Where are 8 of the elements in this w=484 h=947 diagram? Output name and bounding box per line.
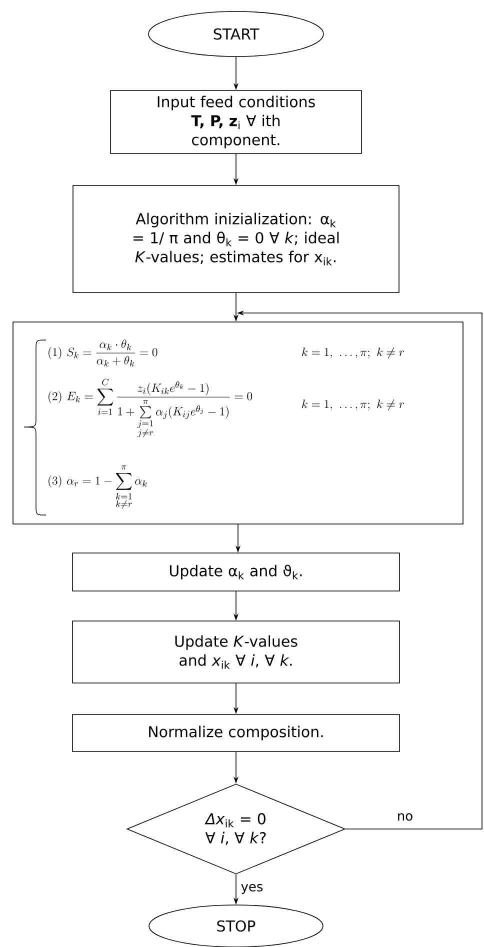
process-box: Update K-values and x$_{ik}$ ∀ i, ∀ k. [72,620,400,684]
process-box: Normalize composition. [72,714,400,752]
equation-box: $(1)\ S_k=\frac{\alpha_k\cdot\theta_k}{\alpha_k+\theta_k}=0$ $k=1,\ \ldots,\pi;\ k\neq r$ $(2)\ E_k=\sum_{i=1}^{C}\frac{z_i(K_{ik}e^{\theta_k}-1)}{1+\sum\limits_{\substack{j=1\\ j\neq r}}^{\pi}\alpha_j(K_{ij}e^{\theta_j}-1)}=0$ $k=1,\ \ldots,\pi;\ k\neq r$ $(3)\ \alpha_r=1-\sum_{\substack{k=1\\ k\neq r}}^{\pi}\alpha_k$ [12,322,464,524]
edge-label: yes [240,883,264,895]
edge-label: no [396,812,414,822]
process-box: Update α$_{k}$ and ϑ$_{k}$. [72,552,400,592]
process-box: Algorithm inizialization: α$_{k}$ = 1/ π and θ$_{k}$ = 0 ∀ k; ideal K-values; estimates for x$_{ik}$. [72,185,400,293]
process-box: Input feed conditions T, P, z$_{i}$ ∀ ith component. [110,90,362,154]
